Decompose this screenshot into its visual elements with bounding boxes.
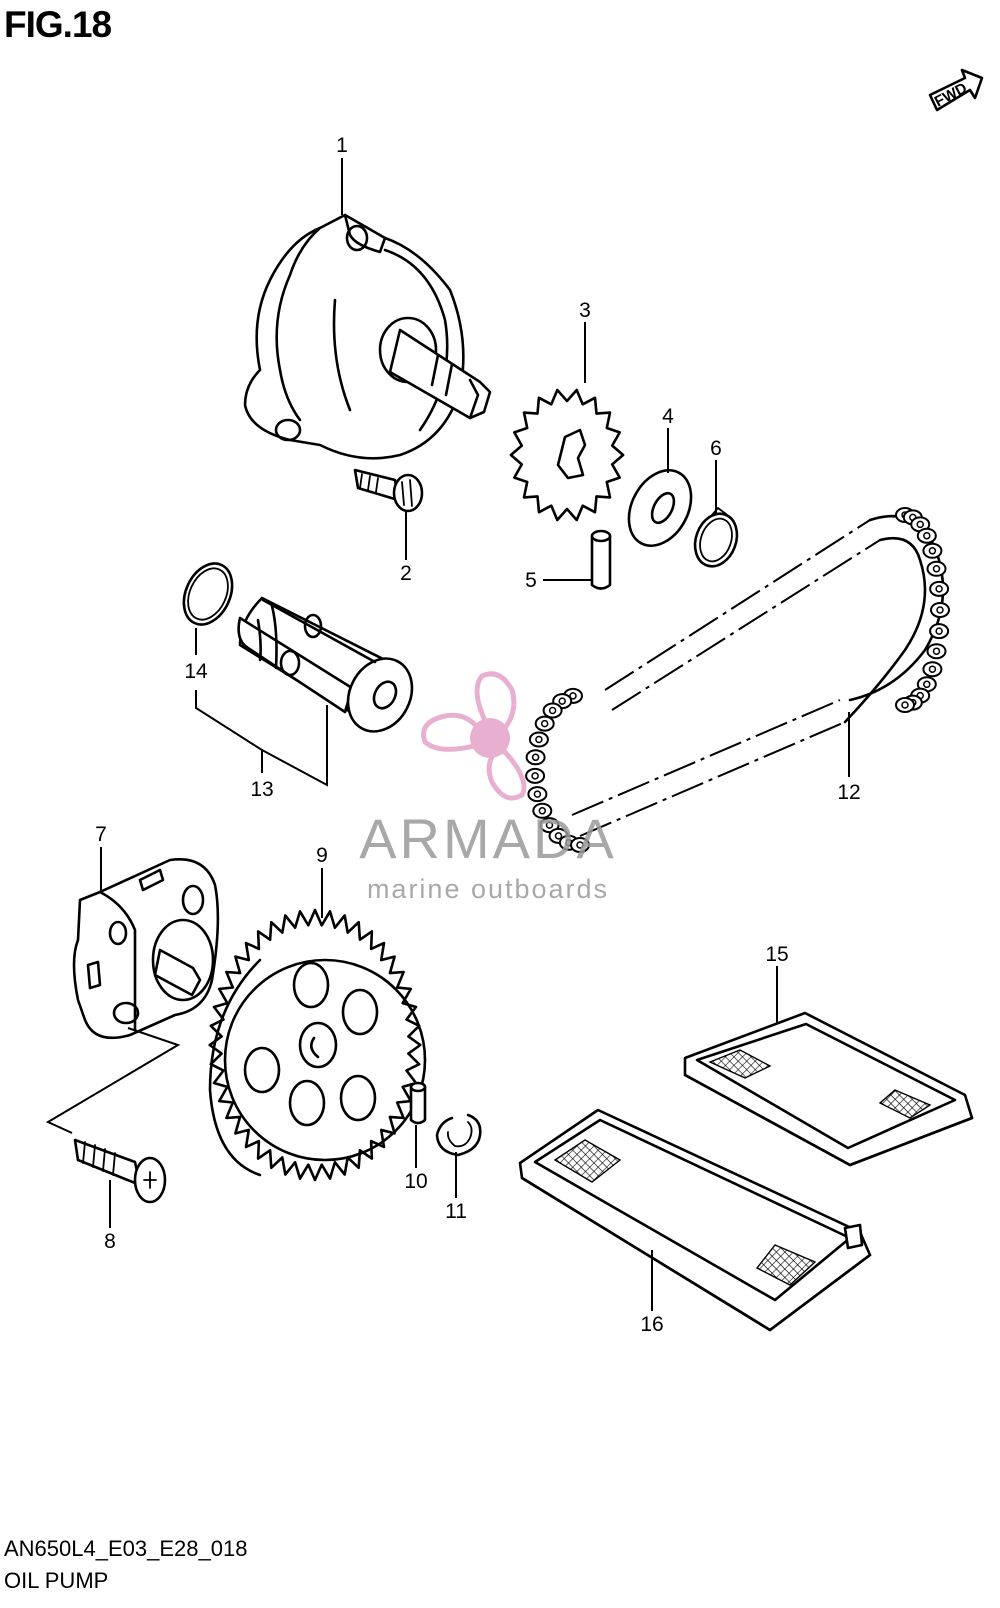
chain-pin — [548, 706, 557, 715]
watermark-tagline: marine outboards — [367, 874, 609, 904]
callout-13: 13 — [250, 778, 273, 801]
callout-1: 1 — [336, 134, 348, 157]
chain-pin — [901, 701, 909, 709]
chain-link — [525, 767, 546, 784]
propeller-icon — [421, 671, 527, 801]
callout-10: 10 — [404, 1170, 427, 1193]
chain-pin — [533, 790, 542, 798]
chain-link — [534, 715, 555, 732]
callout-3: 3 — [579, 299, 591, 322]
part-11-e-clip — [435, 1113, 482, 1157]
chain-pin — [538, 807, 547, 815]
chain-link — [926, 643, 947, 660]
callout-14: 14 — [184, 660, 208, 683]
part-10-pin — [409, 1081, 427, 1125]
chain-link — [926, 560, 947, 577]
part-2-bolt — [353, 468, 424, 513]
part-3-sprocket — [509, 388, 625, 522]
chain-pin — [554, 832, 563, 840]
chain-pin — [928, 665, 937, 673]
chain-pin — [535, 735, 543, 744]
part-9-driven-gear — [208, 908, 427, 1182]
chain-link — [929, 623, 950, 640]
part-7-pump-cover — [72, 857, 220, 1040]
chain-pin — [935, 585, 943, 593]
callout-4: 4 — [662, 405, 674, 428]
chain-pin — [576, 841, 584, 849]
chain-pin — [932, 565, 941, 573]
figure-name: OIL PUMP — [4, 1568, 109, 1593]
callout-12: 12 — [837, 781, 860, 804]
chain-link — [542, 702, 563, 719]
callout-7: 7 — [95, 823, 107, 846]
part-15-oil-strainer-upper — [683, 1011, 974, 1167]
chain-pin — [935, 627, 943, 635]
fwd-arrow-icon: FWD — [928, 68, 984, 112]
armada-watermark: ARMADA marine outboards — [359, 671, 617, 904]
chain-link — [528, 731, 549, 748]
callout-2: 2 — [400, 562, 412, 585]
chain-link — [527, 786, 548, 803]
chain-link — [532, 802, 553, 819]
callout-16: 16 — [640, 1313, 663, 1336]
chain-link — [930, 602, 950, 618]
chain-pin — [545, 821, 554, 829]
part-5-pin — [590, 529, 612, 590]
chain-pin — [928, 547, 937, 555]
chain-pin — [531, 772, 539, 780]
chain-pin — [531, 753, 540, 762]
part-8-screw — [73, 1138, 167, 1204]
chain-link — [922, 542, 943, 559]
chain-link — [570, 837, 590, 853]
chain-pin — [923, 680, 931, 689]
chain-pin — [916, 520, 924, 529]
chain-pin — [540, 719, 549, 728]
callout-9: 9 — [316, 844, 328, 867]
chain-link — [525, 749, 546, 766]
part-6-circlip — [693, 507, 739, 568]
chain-pin — [558, 697, 566, 705]
chain-pin — [923, 531, 931, 540]
leader-lines — [100, 158, 850, 1311]
chain-pin — [936, 606, 944, 614]
part-1-oil-pump-assembly — [243, 213, 492, 460]
watermark-brand: ARMADA — [359, 807, 617, 870]
chain-link — [922, 661, 943, 678]
figure-title: FIG.18 — [4, 4, 112, 45]
chain-pin — [569, 692, 577, 700]
chain-link — [895, 697, 915, 713]
callout-11: 11 — [445, 1200, 467, 1223]
part-4-washer — [627, 469, 693, 547]
part-16-oil-strainer-lower — [518, 1108, 872, 1332]
callout-numbers: 1 2 3 4 5 6 7 8 9 10 11 12 13 14 15 16 — [95, 134, 861, 1336]
callout-15: 15 — [765, 943, 788, 966]
chain-link — [539, 817, 560, 834]
chain-link — [916, 527, 937, 544]
part-12-drive-chain — [525, 507, 950, 853]
part-13-cylinder-pipe — [237, 596, 414, 733]
chain-pin — [932, 647, 941, 655]
chain-link — [929, 580, 950, 597]
callout-5: 5 — [525, 569, 537, 592]
callout-6: 6 — [710, 437, 722, 460]
figure-code: AN650L4_E03_E28_018 — [4, 1536, 248, 1561]
part-14-o-ring — [182, 562, 234, 626]
callout-8: 8 — [104, 1230, 116, 1253]
